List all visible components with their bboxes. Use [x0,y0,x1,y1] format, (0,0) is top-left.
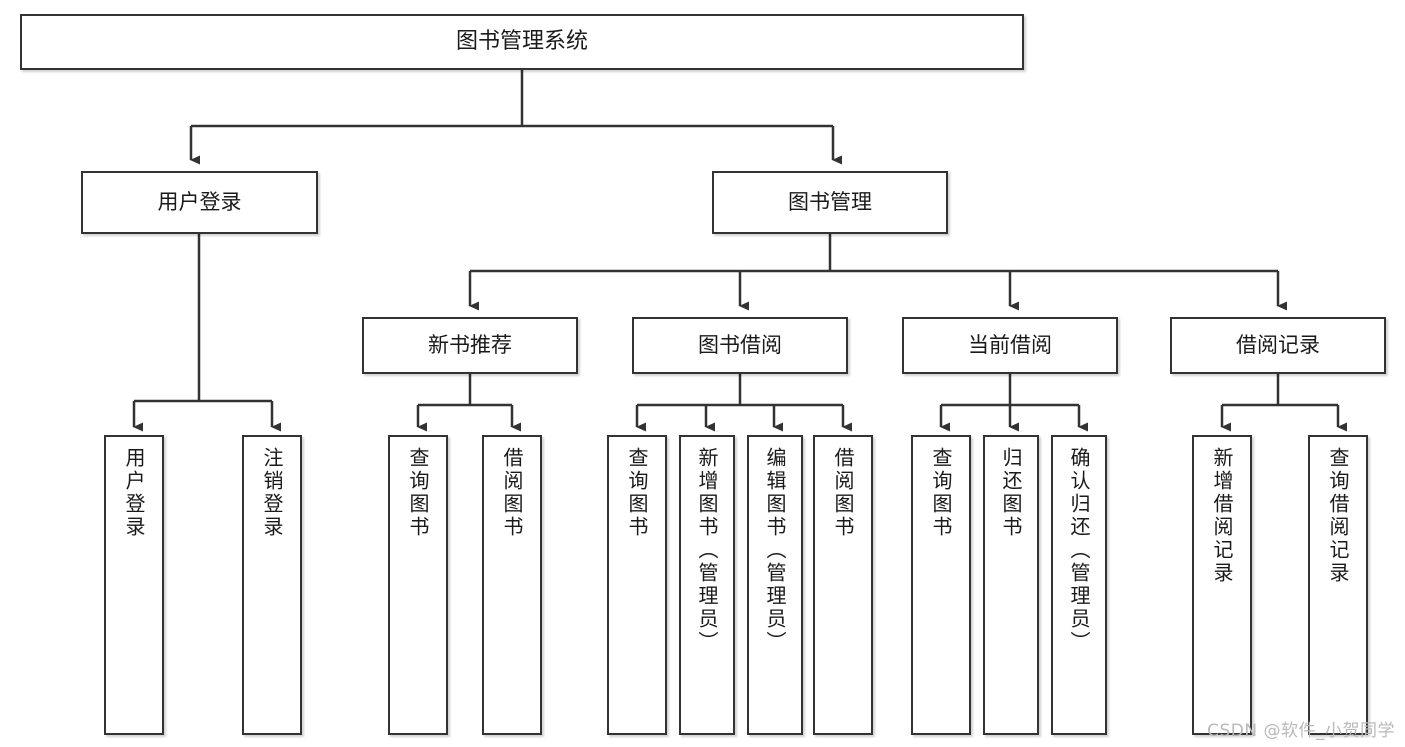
node-user-login[interactable]: 用户登录 [81,171,318,234]
node-leaf-borrow-book-2[interactable]: 借阅图书 [813,435,873,735]
node-leaf-edit-book-label: 编辑图书（管理员） [763,447,787,654]
node-leaf-add-record[interactable]: 新增借阅记录 [1192,435,1252,735]
node-leaf-query-book-1-label: 查询图书 [406,447,430,539]
node-leaf-query-book-3-label: 查询图书 [929,447,953,539]
node-book-manage[interactable]: 图书管理 [712,171,948,234]
node-leaf-borrow-book-2-label: 借阅图书 [831,447,855,539]
node-leaf-add-book[interactable]: 新增图书（管理员） [679,435,735,735]
node-leaf-query-record[interactable]: 查询借阅记录 [1308,435,1368,735]
node-root[interactable]: 图书管理系统 [20,14,1024,70]
node-leaf-return-book-label: 归还图书 [999,447,1023,539]
node-borrow-record[interactable]: 借阅记录 [1170,317,1386,374]
node-leaf-user-login-label: 用户登录 [122,447,146,539]
node-leaf-user-logout[interactable]: 注销登录 [242,435,302,735]
node-leaf-add-book-label: 新增图书（管理员） [695,447,719,654]
node-current-borrow-label: 当前借阅 [968,333,1052,358]
node-book-manage-label: 图书管理 [788,190,872,215]
node-leaf-confirm-return[interactable]: 确认归还（管理员） [1051,435,1107,735]
node-leaf-query-book-2-label: 查询图书 [625,447,649,539]
node-new-book-recommend[interactable]: 新书推荐 [362,317,578,374]
node-leaf-query-book-1[interactable]: 查询图书 [388,435,448,735]
node-root-label: 图书管理系统 [455,29,588,55]
node-borrow-record-label: 借阅记录 [1236,333,1320,358]
node-leaf-borrow-book-1[interactable]: 借阅图书 [482,435,542,735]
node-user-login-label: 用户登录 [157,190,242,215]
csdn-watermark: CSDN @软件_小贺同学 [1207,721,1395,741]
node-book-borrow[interactable]: 图书借阅 [632,317,848,374]
node-leaf-add-record-label: 新增借阅记录 [1210,447,1234,585]
node-leaf-query-record-label: 查询借阅记录 [1326,447,1350,585]
node-leaf-confirm-return-label: 确认归还（管理员） [1067,447,1091,654]
node-current-borrow[interactable]: 当前借阅 [902,317,1118,374]
node-leaf-user-logout-label: 注销登录 [260,447,284,539]
node-new-book-recommend-label: 新书推荐 [428,333,512,358]
node-leaf-return-book[interactable]: 归还图书 [983,435,1039,735]
node-leaf-query-book-3[interactable]: 查询图书 [911,435,971,735]
node-leaf-user-login[interactable]: 用户登录 [104,435,164,735]
node-book-borrow-label: 图书借阅 [698,333,782,358]
node-leaf-borrow-book-1-label: 借阅图书 [500,447,524,539]
node-leaf-query-book-2[interactable]: 查询图书 [607,435,667,735]
node-leaf-edit-book[interactable]: 编辑图书（管理员） [747,435,803,735]
